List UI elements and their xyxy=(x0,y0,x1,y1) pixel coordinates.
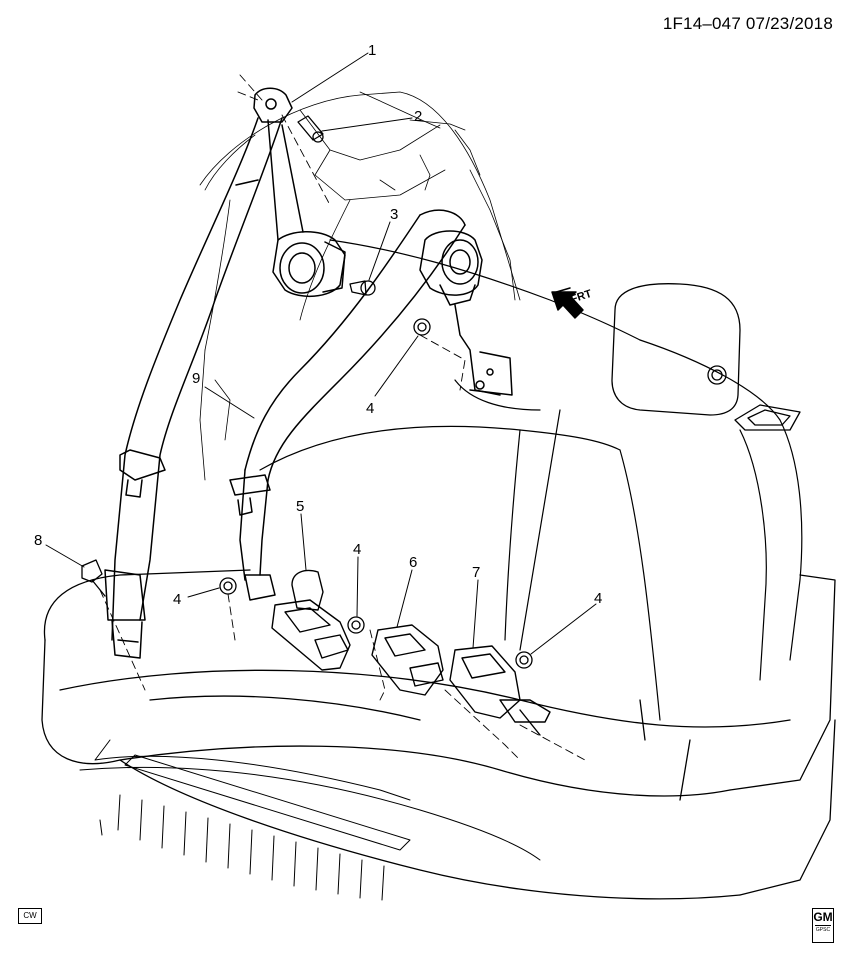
callout-6: 6 xyxy=(409,554,417,571)
frt-label: FRT xyxy=(569,288,593,306)
cw-badge: CW xyxy=(18,908,42,924)
callout-1: 1 xyxy=(368,42,376,59)
seat-cushion xyxy=(41,569,836,900)
gm-logo-text: GM xyxy=(813,910,833,924)
rear-seat-back xyxy=(259,239,803,721)
callout-8: 8 xyxy=(34,532,42,549)
right-shoulder-belt xyxy=(229,209,466,601)
lower-trim-grille xyxy=(79,739,541,901)
callout-3: 3 xyxy=(390,206,398,223)
installation-guides xyxy=(99,74,586,761)
left-shoulder-belt xyxy=(104,87,293,659)
center-buckle xyxy=(271,569,351,671)
front-direction-arrow xyxy=(551,287,584,319)
callout-4-left: 4 xyxy=(173,591,181,608)
headrest xyxy=(611,283,801,431)
left-retractor xyxy=(267,119,346,298)
callout-9: 9 xyxy=(192,370,200,387)
callout-5: 5 xyxy=(296,498,304,515)
callout-2: 2 xyxy=(414,108,422,125)
gm-logo-subtext: GPSC xyxy=(815,927,831,933)
callout-4-right: 4 xyxy=(594,590,602,607)
callout-7: 7 xyxy=(472,564,480,581)
callout-leaders xyxy=(45,52,597,655)
callout-4-center: 4 xyxy=(353,541,361,558)
right-retractor xyxy=(419,230,513,396)
gm-logo-divider xyxy=(815,925,831,926)
diagram-code: 1F14–047 07/23/2018 xyxy=(662,14,833,33)
buckle-7 xyxy=(449,645,551,736)
buckle-6 xyxy=(371,624,444,696)
gm-logo: GM GPSC xyxy=(812,908,834,943)
body-panel-outline xyxy=(199,91,521,481)
fasteners xyxy=(81,115,533,669)
callout-4-upper: 4 xyxy=(366,400,374,417)
